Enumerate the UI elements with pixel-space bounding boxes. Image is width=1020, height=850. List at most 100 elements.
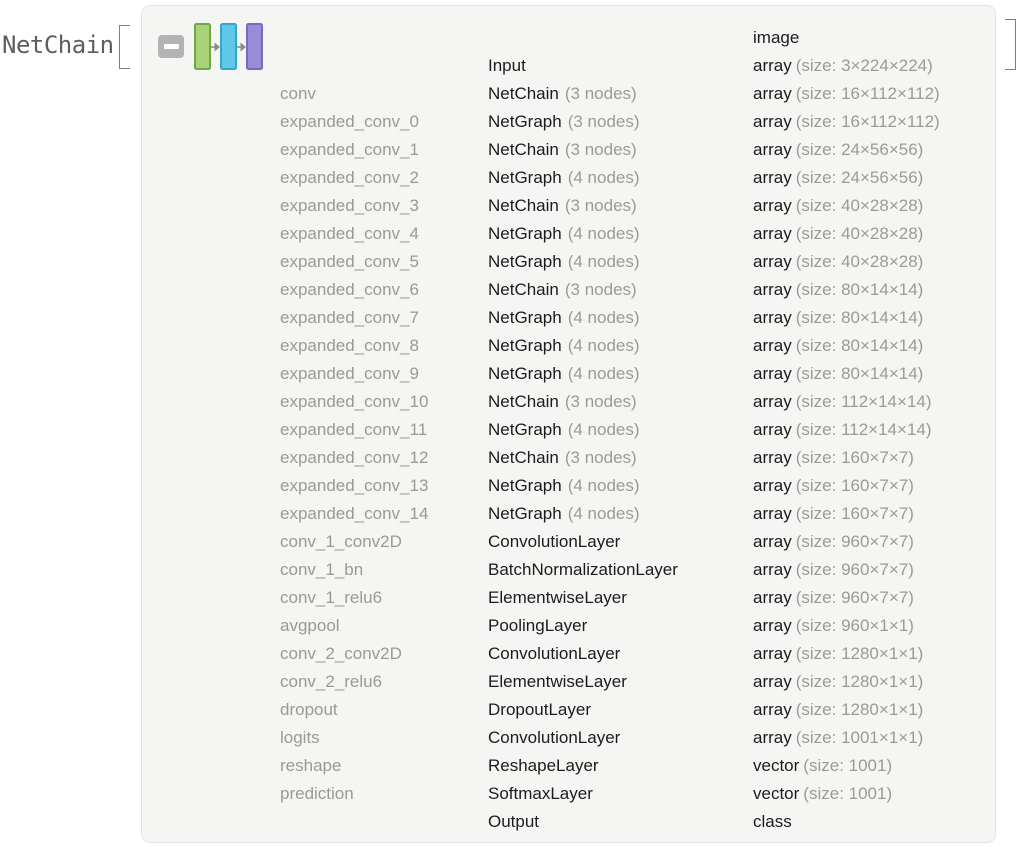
table-row[interactable]: dropout DropoutLayer array(size: 1280×1×…: [280, 696, 987, 724]
layer-output: array(size: 80×14×14): [753, 364, 924, 383]
layer-name: expanded_conv_12: [280, 448, 429, 467]
layer-output: array(size: 960×7×7): [753, 560, 914, 579]
table-row[interactable]: expanded_conv_5 NetGraph(4 nodes) array(…: [280, 248, 987, 276]
table-row[interactable]: expanded_conv_9 NetGraph(4 nodes) array(…: [280, 360, 987, 388]
layer-type: NetChain(3 nodes): [488, 84, 637, 103]
layer-output: array(size: 80×14×14): [753, 280, 924, 299]
layer-name: expanded_conv_11: [280, 420, 428, 439]
table-row[interactable]: expanded_conv_14 NetGraph(4 nodes) array…: [280, 500, 987, 528]
layer-name: expanded_conv_0: [280, 112, 419, 131]
layer-name: logits: [280, 728, 320, 747]
table-row[interactable]: Output class: [280, 808, 987, 836]
table-row[interactable]: conv_1_conv2D ConvolutionLayer array(siz…: [280, 528, 987, 556]
layer-output: array(size: 40×28×28): [753, 196, 924, 215]
layer-name: conv_2_relu6: [280, 672, 383, 691]
layer-type: NetGraph(4 nodes): [488, 252, 640, 271]
layer-type: NetGraph(4 nodes): [488, 308, 640, 327]
layer-type: ConvolutionLayer: [488, 728, 621, 747]
layer-name: prediction: [280, 784, 354, 803]
arrow-right-icon: [237, 42, 246, 51]
table-row[interactable]: expanded_conv_12 NetChain(3 nodes) array…: [280, 444, 987, 472]
layer-output: array(size: 112×14×14): [753, 420, 932, 439]
layer-output: array(size: 160×7×7): [753, 448, 914, 467]
layer-name: expanded_conv_5: [280, 252, 419, 271]
layer-name: conv_1_bn: [280, 560, 364, 579]
layer-name: conv_2_conv2D: [280, 644, 402, 663]
layers-table: image Input array(size: 3×224×224) conv …: [280, 24, 987, 836]
close-bracket: [1005, 19, 1016, 70]
layer-type: ElementwiseLayer: [488, 588, 627, 607]
layer-type: Output: [488, 812, 540, 831]
layer-type: NetGraph(4 nodes): [488, 420, 640, 439]
layer-type: NetChain(3 nodes): [488, 140, 637, 159]
table-row[interactable]: expanded_conv_4 NetGraph(4 nodes) array(…: [280, 220, 987, 248]
table-row[interactable]: conv_1_relu6 ElementwiseLayer array(size…: [280, 584, 987, 612]
layer-output: image: [753, 28, 800, 47]
netchain-head-label: NetChain: [2, 31, 114, 59]
table-row[interactable]: conv_1_bn BatchNormalizationLayer array(…: [280, 556, 987, 584]
layer-name: expanded_conv_14: [280, 504, 429, 523]
layer-output: array(size: 112×14×14): [753, 392, 932, 411]
layer-output: array(size: 24×56×56): [753, 168, 924, 187]
table-row[interactable]: reshape ReshapeLayer vector(size: 1001): [280, 752, 987, 780]
layer-output: class: [753, 812, 792, 831]
table-row[interactable]: expanded_conv_7 NetGraph(4 nodes) array(…: [280, 304, 987, 332]
layer-output: array(size: 1280×1×1): [753, 672, 924, 691]
layer-type: ConvolutionLayer: [488, 532, 621, 551]
table-row[interactable]: expanded_conv_2 NetGraph(4 nodes) array(…: [280, 164, 987, 192]
table-row[interactable]: expanded_conv_0 NetGraph(3 nodes) array(…: [280, 108, 987, 136]
layer-output: array(size: 960×1×1): [753, 616, 914, 635]
layer-type: NetChain(3 nodes): [488, 280, 637, 299]
layer-type: NetGraph(4 nodes): [488, 224, 640, 243]
table-row[interactable]: avgpool PoolingLayer array(size: 960×1×1…: [280, 612, 987, 640]
layer-output: array(size: 80×14×14): [753, 336, 924, 355]
layer-name: expanded_conv_1: [280, 140, 419, 159]
table-row[interactable]: conv_2_conv2D ConvolutionLayer array(siz…: [280, 640, 987, 668]
layer-type: NetGraph(4 nodes): [488, 476, 640, 495]
table-row[interactable]: logits ConvolutionLayer array(size: 1001…: [280, 724, 987, 752]
layer-name: reshape: [280, 756, 342, 775]
layer-type: NetGraph(4 nodes): [488, 168, 640, 187]
layer-output: array(size: 3×224×224): [753, 56, 933, 75]
table-row[interactable]: expanded_conv_1 NetChain(3 nodes) array(…: [280, 136, 987, 164]
layer-output: array(size: 160×7×7): [753, 504, 914, 523]
layer-name: [280, 24, 488, 52]
layer-output: array(size: 40×28×28): [753, 224, 924, 243]
table-row[interactable]: image: [280, 24, 987, 52]
table-row[interactable]: expanded_conv_8 NetGraph(4 nodes) array(…: [280, 332, 987, 360]
layer-output: array(size: 160×7×7): [753, 476, 914, 495]
layer-output: array(size: 1280×1×1): [753, 644, 924, 663]
table-row[interactable]: expanded_conv_3 NetChain(3 nodes) array(…: [280, 192, 987, 220]
layer-name: expanded_conv_13: [280, 476, 429, 495]
table-row[interactable]: Input array(size: 3×224×224): [280, 52, 987, 80]
table-row[interactable]: prediction SoftmaxLayer vector(size: 100…: [280, 780, 987, 808]
net-diagram-icon: [194, 23, 263, 70]
layer-type: NetChain(3 nodes): [488, 196, 637, 215]
layer-output: array(size: 80×14×14): [753, 308, 924, 327]
collapse-button[interactable]: [158, 35, 184, 58]
netchain-summary-panel: image Input array(size: 3×224×224) conv …: [141, 5, 996, 843]
layer-type: Input: [488, 56, 526, 75]
layer-output: vector(size: 1001): [753, 756, 893, 775]
table-row[interactable]: expanded_conv_11 NetGraph(4 nodes) array…: [280, 416, 987, 444]
layer-output: array(size: 16×112×112): [753, 112, 940, 131]
layer-name: conv: [280, 84, 316, 103]
table-row[interactable]: expanded_conv_10 NetChain(3 nodes) array…: [280, 388, 987, 416]
layer-name: dropout: [280, 700, 338, 719]
layer-output: array(size: 1280×1×1): [753, 700, 924, 719]
layer-bar-purple: [246, 23, 263, 70]
layer-type: NetGraph(3 nodes): [488, 112, 640, 131]
layer-type: SoftmaxLayer: [488, 784, 593, 803]
layer-name: expanded_conv_9: [280, 364, 419, 383]
layer-name: conv_1_relu6: [280, 588, 383, 607]
layer-name: expanded_conv_6: [280, 280, 419, 299]
layer-name: expanded_conv_3: [280, 196, 419, 215]
table-row[interactable]: conv NetChain(3 nodes) array(size: 16×11…: [280, 80, 987, 108]
table-row[interactable]: expanded_conv_13 NetGraph(4 nodes) array…: [280, 472, 987, 500]
layer-output: array(size: 16×112×112): [753, 84, 940, 103]
layer-name: expanded_conv_10: [280, 392, 429, 411]
table-row[interactable]: conv_2_relu6 ElementwiseLayer array(size…: [280, 668, 987, 696]
table-row[interactable]: expanded_conv_6 NetChain(3 nodes) array(…: [280, 276, 987, 304]
layer-type: NetChain(3 nodes): [488, 392, 637, 411]
